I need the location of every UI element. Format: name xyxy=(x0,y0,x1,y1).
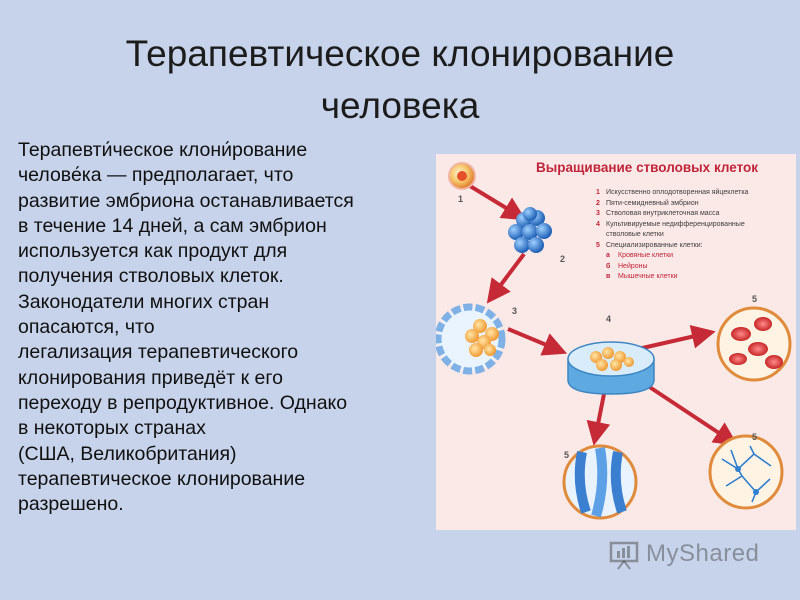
body-line: терапевтическое клонирование xyxy=(18,467,306,490)
step-number: 1 xyxy=(458,194,464,204)
body-line: развитие эмбриона останавливается xyxy=(18,189,354,212)
watermark-text: MyShared xyxy=(646,540,760,567)
step-number: 5 xyxy=(752,294,758,304)
legend-row: стволовые клетки xyxy=(596,230,796,241)
embryo-cluster xyxy=(508,207,552,253)
legend-number xyxy=(596,230,606,241)
legend-row: 3 Стволовая внутриклеточная масса xyxy=(596,209,796,220)
body-line: переходу в репродуктивное. Однако xyxy=(18,391,348,414)
legend-sub-row: б Нейроны xyxy=(596,262,796,273)
blood-cells xyxy=(716,306,792,382)
slide-title: Терапевтическое клонирование человека xyxy=(40,28,760,132)
body-line: Терапевти́ческое клони́рование xyxy=(18,139,308,161)
step-number: 5 xyxy=(752,432,758,442)
legend-number: 2 xyxy=(596,199,600,207)
petri-dish xyxy=(567,341,655,395)
body-line: в течение 14 дней, а сам эмбрион xyxy=(18,214,327,237)
legend-row: 2 Пяти-семидневный эмбрион xyxy=(596,199,796,210)
neurons xyxy=(708,434,784,510)
body-line: в некоторых странах xyxy=(18,417,206,440)
body-line: опасаются, что xyxy=(18,316,155,339)
legend-letter: в xyxy=(606,273,611,280)
arrows xyxy=(468,184,739,446)
body-line: получения стволовых клеток. xyxy=(18,265,284,288)
legend-letter: б xyxy=(606,262,611,270)
body-text: Терапевти́ческое клони́рование челове́ка… xyxy=(18,138,443,517)
legend-row: 5 Специализированные клетки: xyxy=(596,241,796,252)
body-line: Законодатели многих стран xyxy=(18,290,270,313)
step-number: 4 xyxy=(606,314,612,324)
legend-letter: а xyxy=(606,252,610,259)
title-line-2: человека xyxy=(320,85,480,126)
diagram-legend: 1 Искусственно оплодотворенная яйцеклетка… xyxy=(596,188,796,283)
egg-cell xyxy=(448,162,476,190)
legend-text: Пяти-семидневный эмбрион xyxy=(606,199,699,207)
legend-text: Кровяные клетки xyxy=(618,252,674,259)
legend-sub-row: в Мышечные клетки xyxy=(596,272,796,283)
legend-sub-row: а Кровяные клетки xyxy=(596,251,796,262)
legend-text: Мышечные клетки xyxy=(618,273,678,280)
body-line: разрешено. xyxy=(18,493,124,516)
legend-text: Специализированные клетки: xyxy=(606,241,703,249)
step-number: 3 xyxy=(512,306,518,316)
legend-text: Стволовая внутриклеточная масса xyxy=(606,210,720,217)
legend-text: Культивируемые недифференцированные xyxy=(606,220,745,228)
diagram-title: Выращивание стволовых клеток xyxy=(536,160,759,175)
legend-text: стволовые клетки xyxy=(606,231,664,238)
step-number: 2 xyxy=(560,254,566,264)
body-line: (США, Великобритания) xyxy=(18,442,237,465)
body-line: клонирования приведёт к его xyxy=(18,366,283,389)
legend-row: 4 Культивируемые недифференцированные xyxy=(596,220,796,231)
body-line: челове́ка — предполагает, что xyxy=(18,164,294,187)
legend-number: 5 xyxy=(596,241,600,249)
blastocyst xyxy=(436,303,506,375)
body-line: легализация терапевтического xyxy=(18,341,299,364)
step-number: 5 xyxy=(564,450,570,460)
diagram-illustration xyxy=(436,162,792,520)
title-line-1: Терапевтическое клонирование xyxy=(125,33,675,74)
legend-text: Нейроны xyxy=(618,262,648,270)
legend-text: Искусственно оплодотворенная яйцеклетка xyxy=(606,189,749,196)
legend-number: 3 xyxy=(596,210,600,217)
legend-number: 4 xyxy=(596,220,600,228)
legend-number: 1 xyxy=(596,189,600,196)
legend-row: 1 Искусственно оплодотворенная яйцеклетка xyxy=(596,188,796,199)
myshared-watermark: MyShared xyxy=(608,538,798,572)
presentation-board-icon xyxy=(609,541,639,570)
stem-cell-diagram: Выращивание стволовых клеток 1 Искусствен… xyxy=(436,154,796,530)
muscle-cells xyxy=(562,444,638,520)
body-line: используется как продукт для xyxy=(18,240,288,263)
